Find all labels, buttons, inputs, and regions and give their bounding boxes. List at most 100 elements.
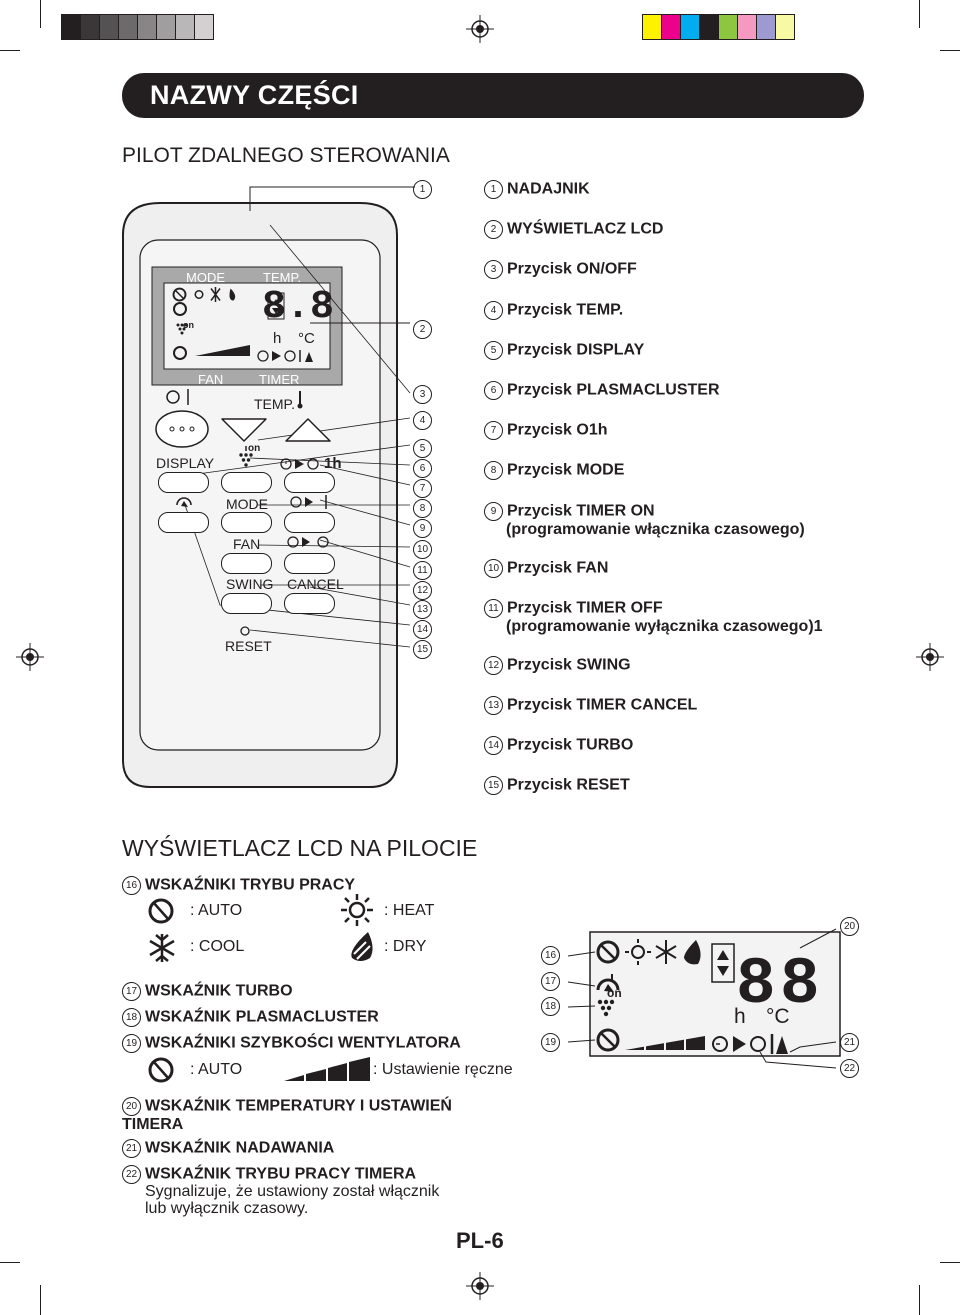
fan-auto-icon [148,1057,174,1083]
remote-mode-label: MODE [226,496,268,512]
part-label: Przycisk TIMER CANCEL [507,696,698,714]
remote-callout-8: 8 [413,499,432,518]
part-label: Przycisk O1h [507,421,608,439]
lcd-callout-18: 18 [541,997,560,1016]
lcd-hour-text: h [734,1005,746,1028]
calibration-swatch [738,15,757,39]
calibration-swatch [643,15,662,39]
fan-manual-bars-icon [284,1057,370,1081]
remote-lcd-fan-label: FAN [198,372,224,387]
crop-mark [919,0,920,28]
part-number: 9 [484,502,503,521]
part-label: Przycisk ON/OFF [507,260,637,278]
callout-16: 16 [122,876,141,895]
remote-swing-label: SWING [226,576,274,592]
calibration-swatch [138,15,157,39]
turbo-button[interactable] [158,512,209,533]
crop-mark [40,0,41,28]
callout-20: 20 [122,1097,141,1116]
lcd-callout-22: 22 [840,1059,859,1078]
lcd-callout-19: 19 [541,1033,560,1052]
svg-text:8: 8 [736,947,776,1022]
remote-lcd-mode-label: MODE [186,270,225,285]
lcd-section-heading: WYŚWIETLACZ LCD NA PILOCIE [122,835,478,861]
remote-callout-7: 7 [413,479,432,498]
auto-mode-icon [148,898,174,924]
calibration-swatch [157,15,176,39]
remote-callout-14: 14 [413,620,432,639]
remote-temp-label: TEMP. [254,396,295,412]
timer-cancel-button[interactable] [284,593,335,614]
remote-callout-5: 5 [413,439,432,458]
calibration-swatch [700,15,719,39]
part-number: 10 [484,559,503,578]
part-label: Przycisk TURBO [507,736,634,754]
heat-mode-icon [341,894,373,926]
heat-mode-label: : HEAT [384,902,435,919]
dry-mode-label: : DRY [384,938,427,955]
part-label: Przycisk TEMP. [507,301,624,319]
lcd-display-illustration: 8 8 [567,928,841,1069]
remote-callout-15: 15 [413,640,432,659]
registration-mark-top [466,15,494,43]
calibration-swatch [662,15,681,39]
svg-text:8.8: 8.8 [262,285,334,330]
o1h-button[interactable] [284,472,335,493]
swing-button[interactable] [221,593,272,614]
remote-lcd-temp-label: TEMP. [263,270,302,285]
remote-lcd-hour-text: h [273,330,282,347]
part-number: 12 [484,656,503,675]
part-label: Przycisk FAN [507,559,609,577]
part-label: Przycisk MODE [507,461,625,479]
crop-mark [0,50,20,51]
remote-lcd-celsius-text: °C [298,330,315,347]
calibration-swatch [757,15,776,39]
remote-display-label: DISPLAY [156,455,215,471]
remote-on-label: on [248,443,261,454]
cool-mode-label: : COOL [190,938,245,955]
callout-19: 19 [122,1034,141,1053]
registration-mark-right [916,643,944,671]
remote-section-heading: PILOT ZDALNEGO STEROWANIA [122,144,450,167]
remote-callout-3: 3 [413,385,432,404]
part-number: 1 [484,180,503,199]
part-label: Przycisk SWING [507,656,631,674]
remote-callout-9: 9 [413,519,432,538]
plasmacluster-button[interactable] [221,472,272,493]
mode-button[interactable] [221,512,272,533]
part-label: Przycisk PLASMACLUSTER [507,381,720,399]
calibration-swatch [100,15,119,39]
lcd-callout-20: 20 [840,917,859,936]
page-number: PL-6 [456,1228,504,1253]
lcd-callout-17: 17 [541,972,560,991]
remote-callout-11: 11 [413,561,432,580]
remote-reset-label: RESET [225,638,272,654]
callout-17: 17 [122,982,141,1001]
part-number: 8 [484,461,503,480]
timer-on-button[interactable] [284,512,335,533]
calibration-swatch [719,15,738,39]
timer-off-button[interactable] [284,553,335,574]
callout-18: 18 [122,1008,141,1027]
remote-fan-label: FAN [233,536,261,552]
display-button[interactable] [158,472,209,493]
title-banner [122,73,864,118]
crop-mark [940,1262,960,1263]
part-number: 6 [484,381,503,400]
part-sublabel: (programowanie włącznika czasowego) [506,521,805,538]
part-label: Przycisk TIMER ON [507,502,655,520]
fan-button[interactable] [221,553,272,574]
remote-callout-2: 2 [413,320,432,339]
lcd-on-text: on [607,986,622,1000]
